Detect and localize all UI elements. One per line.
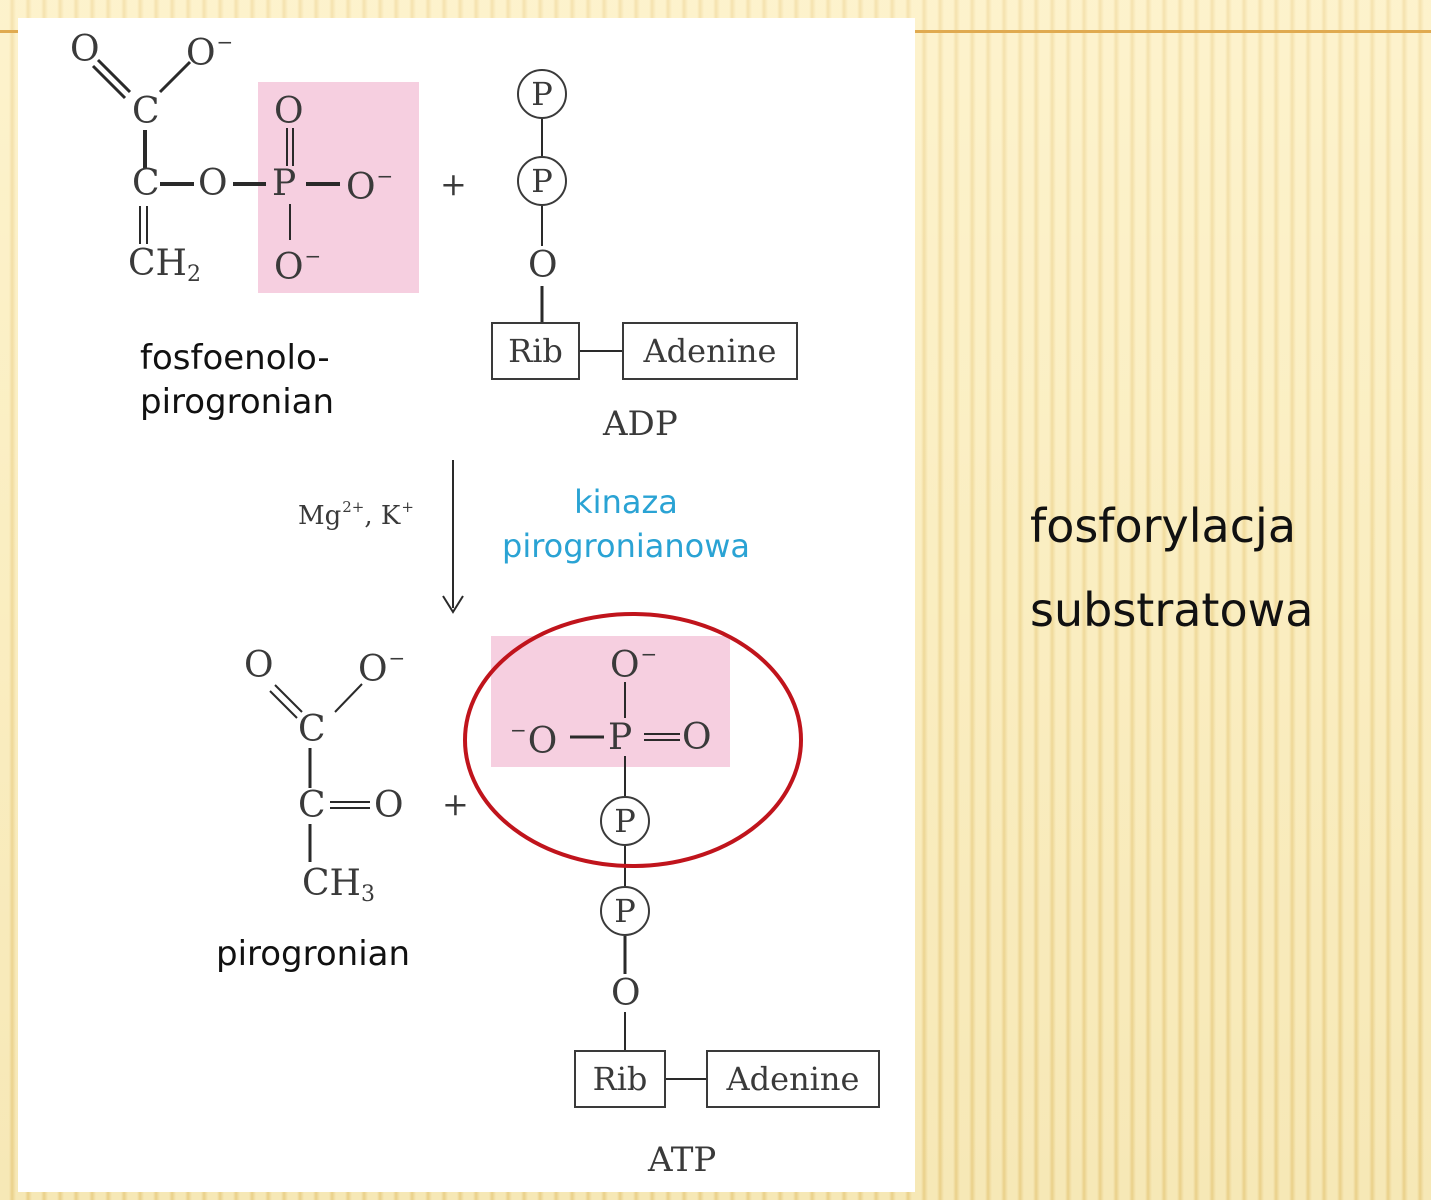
plus-sign: +: [442, 785, 469, 823]
product1-name: pirogronian: [216, 934, 411, 974]
atom-o-minus: −O: [510, 718, 558, 762]
ribose-box: Rib: [491, 322, 580, 380]
phosphate-highlight-product: [491, 636, 730, 767]
atom-o-minus: O−: [274, 244, 322, 288]
phosphate-circle: P: [600, 796, 650, 846]
atom-o-minus: O−: [346, 164, 394, 208]
atom-c-keto: C: [298, 785, 326, 826]
phosphate-highlight-reactant: [258, 82, 419, 293]
atom-o-bridge: O: [198, 163, 228, 204]
adp-label: ADP: [603, 404, 678, 444]
enzyme-name: kinaza pirogronianowa: [502, 483, 750, 565]
phosphate-circle: P: [600, 886, 650, 936]
atom-o: O: [682, 717, 712, 758]
atom-c-carboxyl: C: [298, 709, 326, 750]
atom-p: P: [272, 163, 297, 204]
phosphate-circle: P: [517, 69, 567, 119]
atom-o-minus: O−: [610, 642, 658, 686]
atom-c-carboxyl: C: [132, 91, 160, 132]
phosphate-circle: P: [517, 156, 567, 206]
atom-o-minus: O−: [186, 30, 234, 74]
atom-o-phosphoryl: O: [274, 91, 304, 132]
atom-p: P: [608, 717, 633, 758]
atom-o: O: [244, 645, 274, 686]
adenine-box: Adenine: [706, 1050, 880, 1108]
group-ch3: CH3: [302, 863, 375, 907]
reactant1-name: fosfoenolo- pirogronian: [140, 338, 335, 422]
title-rule-right: [915, 30, 1431, 33]
highlight-circle: [463, 612, 803, 868]
atp-label: ATP: [648, 1140, 717, 1180]
atom-o-minus: O−: [358, 646, 406, 690]
slide-side-title: fosforylacja substratowa: [1030, 499, 1314, 637]
adenine-box: Adenine: [622, 322, 798, 380]
atom-c-enol: C: [132, 163, 160, 204]
atom-o-keto: O: [374, 785, 404, 826]
title-rule-left: [0, 30, 18, 33]
plus-sign: +: [440, 165, 467, 203]
ribose-box: Rib: [574, 1050, 666, 1108]
atom-o: O: [528, 245, 558, 286]
atom-o: O: [70, 29, 100, 70]
reaction-panel: [18, 18, 915, 1192]
atom-o: O: [611, 973, 641, 1014]
group-ch2: CH2: [128, 243, 201, 287]
cofactors-label: Mg2+, K+: [298, 498, 414, 531]
